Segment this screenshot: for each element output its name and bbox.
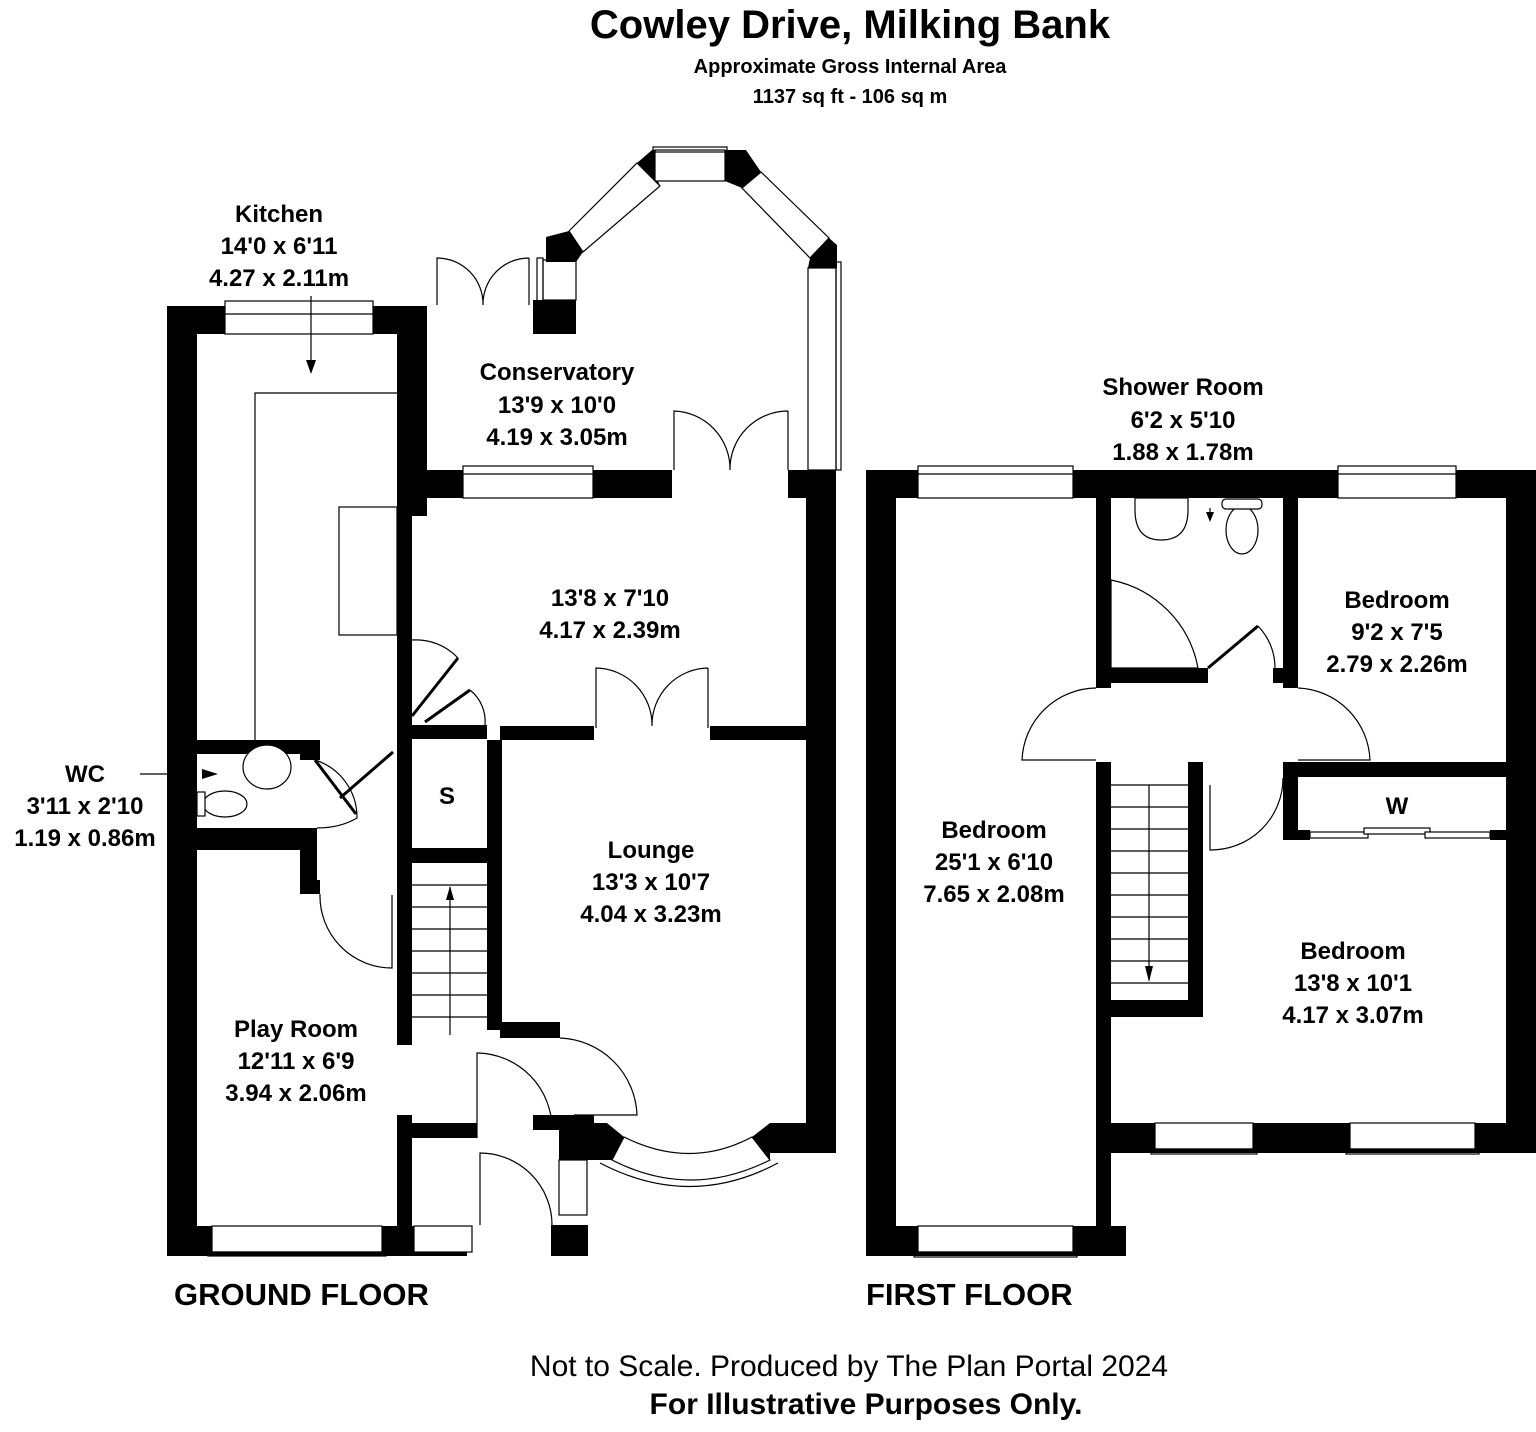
- room-dim-imperial: 14'0 x 6'11: [221, 233, 338, 260]
- room-wardrobe: W: [1386, 793, 1409, 820]
- disclaimer-text: Not to Scale. Produced by The Plan Porta…: [530, 1350, 1168, 1383]
- ground-floor-plan: [140, 146, 842, 1257]
- room-dim-metric: 4.17 x 3.07m: [1282, 1002, 1423, 1029]
- room-bedroom-small: Bedroom 9'2 x 7'5 2.79 x 2.26m: [1326, 587, 1467, 678]
- wall: [710, 726, 806, 740]
- wall: [412, 848, 487, 863]
- wall: [300, 828, 317, 894]
- room-name: Play Room: [234, 1016, 358, 1043]
- room-name: Bedroom: [941, 817, 1046, 844]
- room-dim-metric: 4.17 x 2.39m: [539, 617, 680, 644]
- wall: [1283, 762, 1536, 777]
- wall: [1283, 762, 1298, 837]
- wall: [412, 725, 487, 739]
- wall: [197, 828, 317, 850]
- room-dim-imperial: 13'9 x 10'0: [498, 392, 616, 419]
- wall: [866, 470, 896, 1256]
- room-dim-imperial: 13'8 x 10'1: [1294, 970, 1412, 997]
- area-label: Approximate Gross Internal Area: [694, 56, 1008, 78]
- wall: [770, 1123, 836, 1153]
- room-dim-imperial: 13'8 x 7'10: [551, 585, 669, 612]
- wall: [533, 1115, 594, 1130]
- ground-floor-label: GROUND FLOOR: [174, 1277, 429, 1312]
- wall: [551, 1225, 588, 1256]
- room-name: Conservatory: [480, 359, 635, 386]
- wall: [1111, 1000, 1203, 1017]
- toilet-icon: [202, 790, 248, 818]
- room-dim-imperial: 6'2 x 5'10: [1131, 407, 1236, 434]
- room-dining: 13'8 x 7'10 4.17 x 2.39m: [539, 585, 680, 644]
- room-conservatory: Conservatory 13'9 x 10'0 4.19 x 3.05m: [480, 359, 635, 451]
- room-kitchen: Kitchen 14'0 x 6'11 4.27 x 2.11m: [209, 201, 349, 292]
- room-name: Bedroom: [1300, 938, 1405, 965]
- room-lounge: Lounge 13'3 x 10'7 4.04 x 3.23m: [580, 837, 721, 928]
- room-name: Kitchen: [235, 201, 323, 228]
- wall: [300, 740, 320, 760]
- room-dim-metric: 3.94 x 2.06m: [225, 1080, 366, 1107]
- room-storage: S: [439, 783, 455, 810]
- wall: [1096, 498, 1111, 688]
- room-name: Shower Room: [1102, 374, 1263, 401]
- sink-icon: [1134, 497, 1189, 541]
- wall: [397, 1115, 412, 1256]
- shower-icon: [1110, 579, 1199, 669]
- room-dim-imperial: 13'3 x 10'7: [592, 869, 710, 896]
- first-floor-label: FIRST FLOOR: [866, 1277, 1073, 1312]
- wall: [1188, 762, 1203, 1017]
- wall: [397, 1123, 477, 1138]
- room-dim-imperial: 25'1 x 6'10: [935, 849, 1053, 876]
- area-value: 1137 sq ft - 106 sq m: [753, 86, 948, 108]
- wall: [533, 300, 576, 334]
- room-play-room: Play Room 12'11 x 6'9 3.94 x 2.06m: [225, 1016, 366, 1107]
- room-dim-metric: 1.88 x 1.78m: [1112, 439, 1253, 466]
- room-dim-imperial: 9'2 x 7'5: [1351, 619, 1443, 646]
- room-name: W: [1386, 793, 1409, 820]
- room-shower-room: Shower Room 6'2 x 5'10 1.88 x 1.78m: [1102, 374, 1263, 466]
- room-name: WC: [65, 761, 105, 788]
- room-bedroom-main: Bedroom 13'8 x 10'1 4.17 x 3.07m: [1282, 938, 1423, 1029]
- room-dim-imperial: 12'11 x 6'9: [238, 1048, 355, 1075]
- wall: [806, 470, 836, 1152]
- wall: [1506, 470, 1536, 1152]
- room-dim-metric: 4.27 x 2.11m: [209, 265, 349, 292]
- room-wc: WC 3'11 x 2'10 1.19 x 0.86m: [14, 761, 155, 852]
- room-bedroom-long: Bedroom 25'1 x 6'10 7.65 x 2.08m: [923, 817, 1064, 908]
- wall: [397, 470, 412, 715]
- room-name: S: [439, 783, 455, 810]
- illustrative-notice: For Illustrative Purposes Only.: [650, 1388, 1083, 1421]
- room-dim-metric: 1.19 x 0.86m: [14, 825, 155, 852]
- first-floor-plan: [866, 465, 1536, 1258]
- room-name: Lounge: [608, 837, 695, 864]
- wall: [397, 715, 412, 1045]
- room-dim-metric: 7.65 x 2.08m: [923, 881, 1064, 908]
- room-name: Bedroom: [1344, 587, 1449, 614]
- kitchen-window: [224, 300, 374, 335]
- wall: [637, 150, 660, 186]
- wall: [500, 726, 594, 740]
- sink-icon: [242, 744, 292, 790]
- room-dim-metric: 2.79 x 2.26m: [1326, 651, 1467, 678]
- wall: [1111, 668, 1208, 683]
- wall: [1096, 762, 1111, 1256]
- wall: [725, 150, 761, 188]
- plan-title: Cowley Drive, Milking Bank: [590, 3, 1111, 47]
- wall: [1283, 498, 1298, 688]
- wall: [500, 1022, 560, 1038]
- staircase: [1111, 784, 1188, 984]
- toilet-icon: [1225, 505, 1259, 555]
- wall: [808, 238, 837, 268]
- wall: [300, 880, 320, 894]
- room-dim-metric: 4.04 x 3.23m: [580, 901, 721, 928]
- wall: [167, 306, 197, 1256]
- room-dim-imperial: 3'11 x 2'10: [27, 793, 144, 820]
- staircase: [412, 884, 487, 1035]
- room-dim-metric: 4.19 x 3.05m: [486, 424, 627, 451]
